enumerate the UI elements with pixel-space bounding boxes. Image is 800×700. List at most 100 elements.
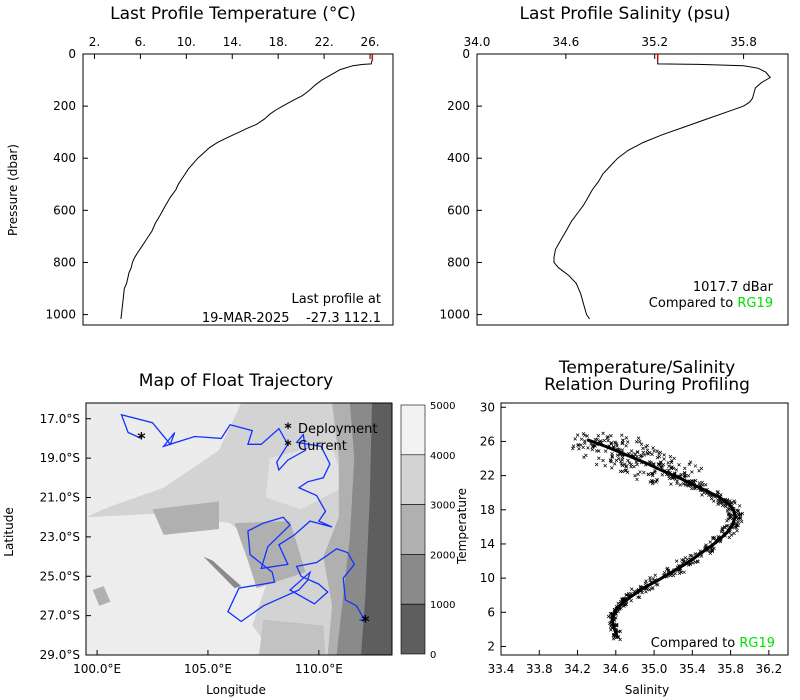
ts-point	[723, 504, 728, 509]
ts-point	[732, 499, 737, 503]
ts-point	[733, 525, 738, 529]
ts-point	[573, 437, 577, 441]
ts-point	[624, 464, 628, 468]
ts-point	[615, 453, 620, 457]
ts-point	[636, 436, 641, 441]
ts-point	[585, 434, 589, 438]
sal-compare-prefix: Compared to	[649, 296, 738, 311]
ts-point	[686, 484, 691, 488]
ts-point	[596, 433, 601, 438]
ts-point	[736, 520, 740, 524]
ts-point	[629, 587, 634, 591]
ts-point	[627, 461, 632, 465]
ts-point	[647, 588, 652, 592]
ts-point	[576, 443, 580, 447]
ts-y-tick-label: 18	[480, 503, 495, 517]
ts-point	[722, 525, 727, 529]
ts-point	[579, 437, 584, 441]
ts-annotation-compare: Compared to RG19	[651, 636, 775, 651]
temperature-axis-label: Temperature	[455, 488, 469, 565]
salinity-axis-label: Salinity	[625, 683, 669, 697]
temp-x-tick-label: 2.	[89, 35, 100, 49]
ts-point	[641, 446, 645, 451]
legend-label-deployment: Deployment	[298, 422, 378, 437]
ts-point	[655, 478, 659, 482]
ts-point	[697, 469, 701, 473]
ts-point	[668, 454, 673, 459]
ts-point	[626, 458, 630, 463]
ts-point	[621, 438, 625, 443]
map-y-tick-label: 29.0°S	[40, 648, 80, 662]
ts-point	[648, 578, 652, 582]
map-x-tick-label: 105.0°E	[184, 662, 232, 676]
ts-point	[710, 548, 715, 553]
temp-annotation-line2: 19-MAR-2025 -27.3 112.1	[202, 311, 381, 326]
ts-point	[686, 473, 691, 478]
temp-y-tick-label: 800	[53, 255, 76, 269]
temp-y-tick-label: 400	[53, 151, 76, 165]
ts-point	[651, 481, 655, 486]
sal-y-tick-label: 400	[447, 151, 470, 165]
colorbar-tick-label: 2000	[430, 550, 455, 561]
ts-point	[695, 559, 700, 563]
ts-point	[690, 486, 694, 491]
ts-point	[638, 584, 643, 589]
ts-point	[708, 551, 713, 556]
ts-point	[666, 568, 671, 573]
bathymetry-band-shallow-sw	[86, 513, 275, 655]
ts-point	[650, 586, 654, 591]
ts-point	[620, 458, 625, 462]
ts-point	[610, 455, 614, 459]
ts-point	[597, 456, 601, 460]
ts-y-tick-label: 2	[487, 639, 495, 653]
ts-point	[642, 453, 647, 457]
ts-point	[644, 445, 648, 449]
bathymetry-band-below-2000	[361, 403, 392, 655]
ts-point	[719, 500, 724, 505]
ts-y-tick-label: 26	[480, 434, 495, 448]
ts-point	[658, 461, 663, 465]
ts-point	[642, 470, 646, 475]
sal-annotation-depth: 1017.7 dBar	[693, 280, 774, 295]
map-x-tick-label: 110.0°E	[295, 662, 343, 676]
ts-point	[636, 472, 640, 477]
ts-point	[609, 441, 614, 445]
temp-x-tick-label: 14.	[223, 35, 242, 49]
ts-x-tick-label: 34.2	[564, 662, 591, 676]
ts-x-tick-label: 35.4	[679, 662, 706, 676]
ts-point	[693, 464, 698, 468]
ts-point	[646, 452, 651, 456]
ts-point	[606, 614, 611, 619]
ts-point	[670, 465, 674, 469]
ts-point	[614, 442, 619, 446]
ts-point	[682, 475, 687, 479]
ts-point	[716, 500, 721, 505]
ts-point	[601, 431, 605, 436]
colorbar-segment	[400, 404, 426, 456]
sal-y-tick-label: 200	[447, 99, 470, 113]
ts-point	[704, 543, 708, 547]
bathymetry-shading	[86, 403, 392, 655]
temperature-profile-title: Last Profile Temperature (°C)	[110, 4, 356, 24]
ts-point	[681, 482, 686, 486]
ts-point	[632, 464, 636, 469]
ts-point	[654, 480, 658, 484]
ts-point	[677, 463, 681, 467]
ts-point	[611, 637, 616, 641]
colorbar-tick-label: 1000	[430, 600, 455, 611]
ts-y-tick-label: 6	[487, 605, 495, 619]
colorbar-segment	[400, 504, 426, 555]
ts-point	[656, 462, 661, 467]
ts-point	[622, 462, 627, 466]
ts-point	[609, 434, 613, 438]
current-position-marker: *	[361, 612, 370, 631]
ts-point	[735, 511, 740, 516]
ts-point	[716, 490, 720, 494]
ts-point	[691, 479, 696, 483]
ts-point	[609, 628, 613, 632]
colorbar-tick-label: 0	[430, 650, 436, 661]
colorbar-tick-label: 3000	[430, 501, 455, 512]
ts-point	[594, 462, 599, 467]
colorbar-segment	[400, 454, 426, 505]
ts-point	[652, 449, 656, 453]
